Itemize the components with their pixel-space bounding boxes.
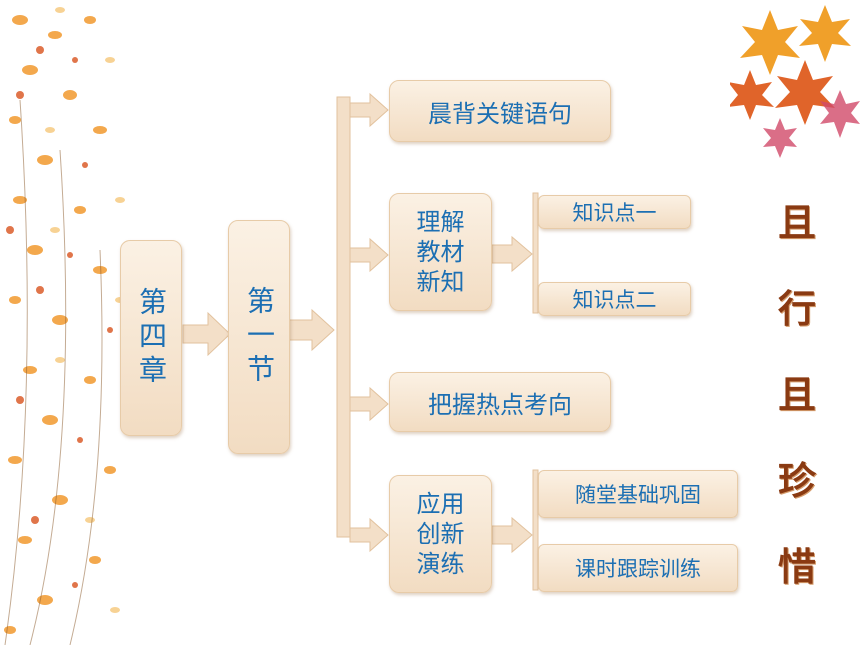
knowledge-point-1-box[interactable]: 知识点一 bbox=[538, 195, 691, 229]
apply-practice-box[interactable]: 应用 创新 演练 bbox=[389, 475, 492, 593]
hot-topics-box[interactable]: 把握热点考向 bbox=[389, 372, 611, 432]
motto-char: 珍 bbox=[777, 458, 816, 503]
knowledge-point-2-box[interactable]: 知识点二 bbox=[538, 282, 691, 316]
motto-char: 惜 bbox=[777, 544, 816, 589]
motto-char: 行 bbox=[777, 286, 816, 331]
motto-char: 且 bbox=[777, 372, 816, 417]
after-class-training-box[interactable]: 课时跟踪训练 bbox=[538, 544, 738, 592]
section-box[interactable]: 第一节 bbox=[228, 220, 290, 454]
morning-key-sentences-box[interactable]: 晨背关键语句 bbox=[389, 80, 611, 142]
motto-char: 且 bbox=[777, 200, 816, 245]
maple-leaves-decoration bbox=[730, 5, 860, 158]
classroom-consolidation-box[interactable]: 随堂基础巩固 bbox=[538, 470, 738, 518]
chapter-box[interactable]: 第四章 bbox=[120, 240, 182, 436]
motto-vertical: 且 行 且 珍 惜 bbox=[772, 180, 822, 610]
understand-textbook-box[interactable]: 理解 教材 新知 bbox=[389, 193, 492, 311]
flower-decoration-left bbox=[4, 7, 130, 645]
